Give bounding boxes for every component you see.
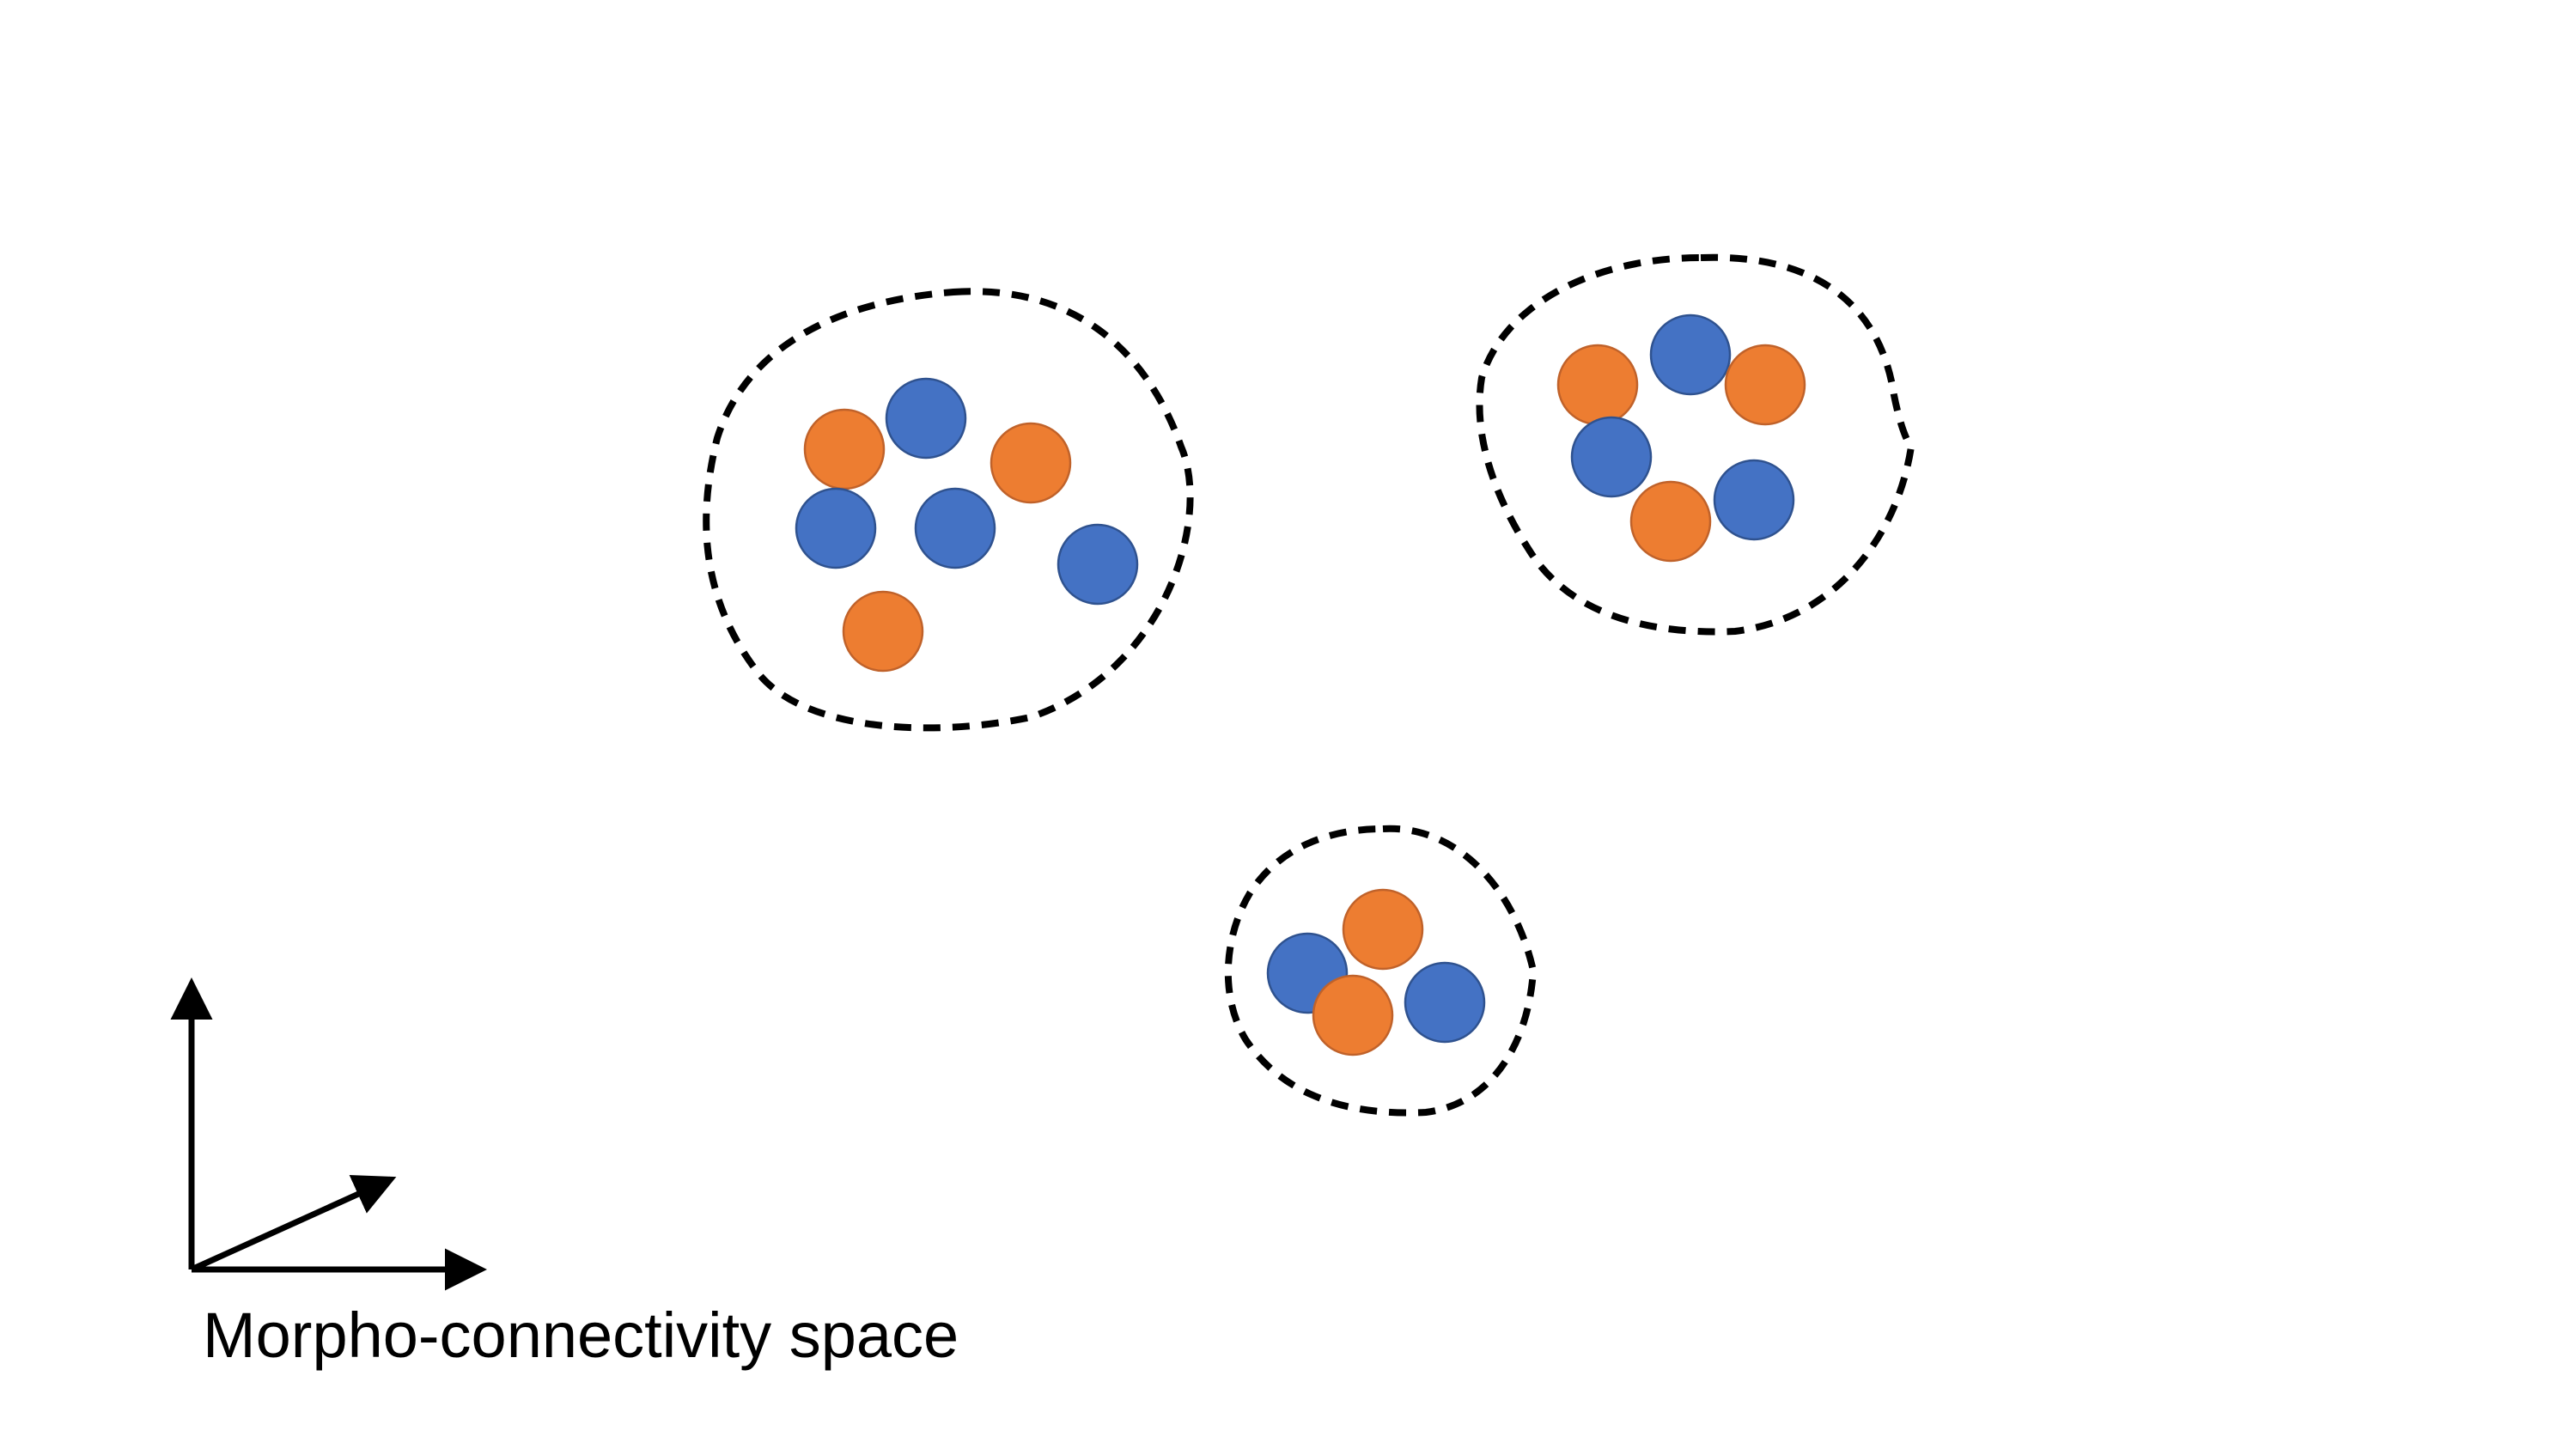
cluster-1-blue-dot (885, 377, 967, 460)
cluster-3-orange-dot (1312, 974, 1394, 1056)
cluster-1-orange-dot (803, 408, 886, 490)
cluster-2-blue-dot (1649, 314, 1732, 396)
cluster-1-orange-dot (842, 590, 924, 673)
cluster-3-boundary (1224, 825, 1538, 1117)
cluster-1-blue-dot (795, 487, 877, 569)
cluster-3-blue-dot (1404, 961, 1486, 1044)
cluster-2-orange-dot (1629, 480, 1712, 563)
cluster-3 (1224, 825, 1538, 1117)
cluster-2-blue-dot (1570, 416, 1653, 498)
cluster-1-blue-dot (1057, 523, 1139, 606)
axes-3d (170, 977, 487, 1291)
cluster-2-boundary (1476, 253, 1915, 636)
axes-label: Morpho-connectivity space (203, 1300, 959, 1371)
cluster-1 (703, 288, 1194, 732)
cluster-1-blue-dot (914, 487, 996, 569)
cluster-3-orange-dot (1342, 888, 1424, 971)
cluster-2-blue-dot (1713, 459, 1795, 541)
cluster-2-orange-dot (1724, 344, 1806, 426)
cluster-2 (1476, 253, 1915, 636)
cluster-1-orange-dot (990, 422, 1072, 504)
cluster-1-boundary (703, 288, 1194, 732)
cluster-2-orange-dot (1556, 344, 1639, 426)
axis-diagonal (190, 1174, 397, 1273)
